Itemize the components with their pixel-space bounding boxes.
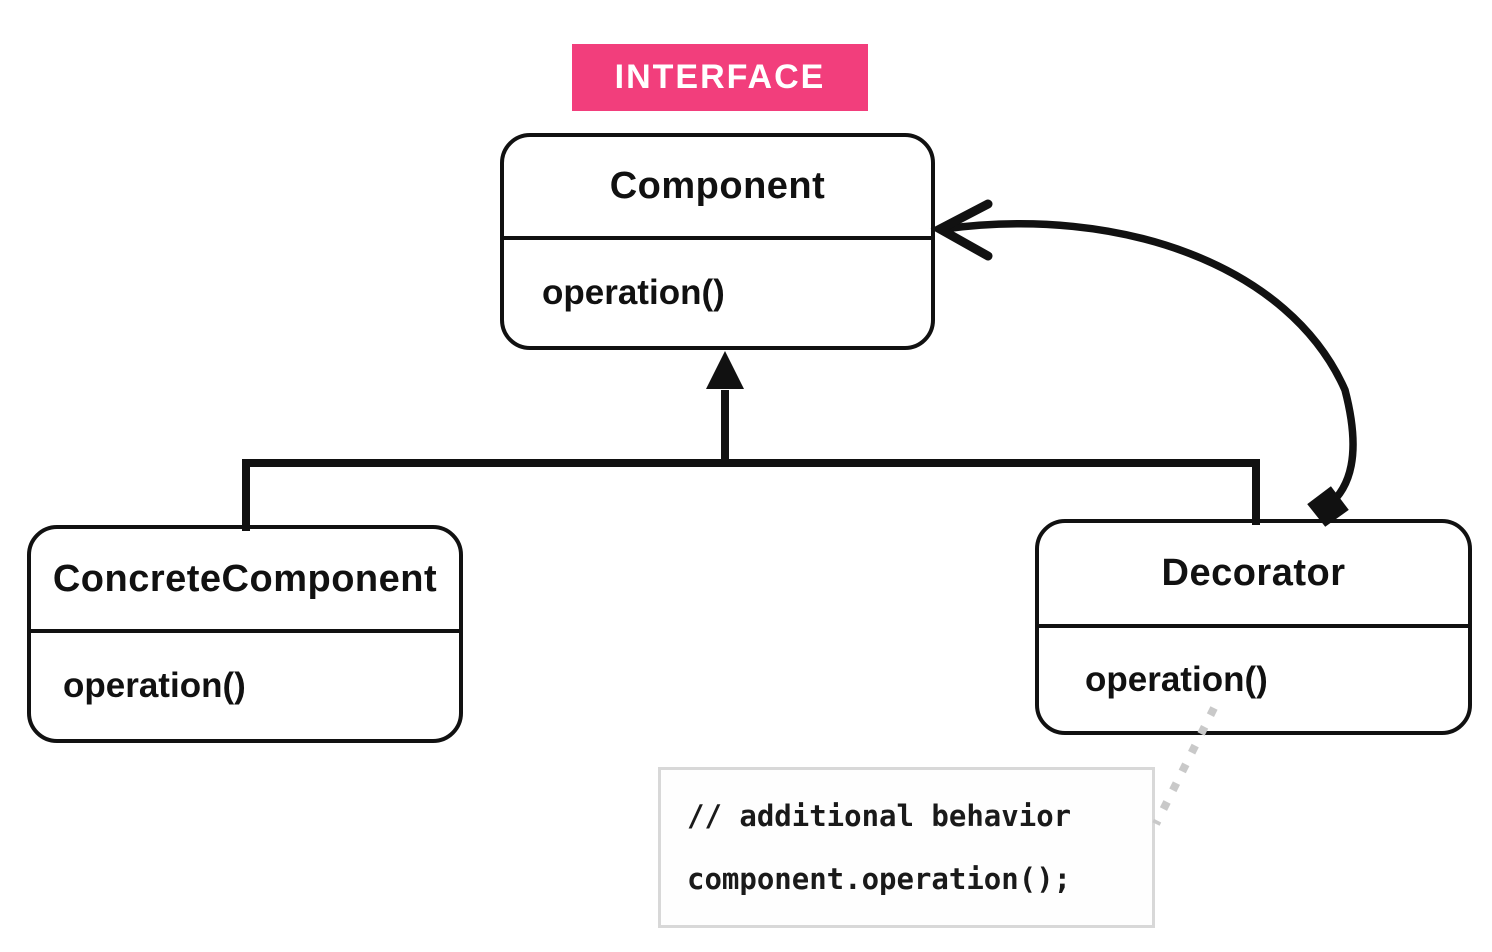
association-open-arrowhead-icon xyxy=(930,199,993,261)
class-box-concrete-component: ConcreteComponent operation() xyxy=(27,525,463,743)
class-title-decorator: Decorator xyxy=(1039,523,1468,628)
association-curve xyxy=(940,220,1357,510)
class-title-component: Component xyxy=(504,137,931,240)
code-note-line-comment: // additional behavior xyxy=(687,799,1072,833)
inheritance-arrowhead-icon xyxy=(706,351,744,389)
class-method-component-operation: operation() xyxy=(542,273,725,312)
class-box-component: Component operation() xyxy=(500,133,935,350)
code-note-line-call: component.operation(); xyxy=(687,862,1072,896)
code-note: // additional behavior component.operati… xyxy=(658,767,1155,928)
class-method-decorator-operation: operation() xyxy=(1085,659,1268,699)
class-method-concrete-component-operation: operation() xyxy=(63,666,246,705)
class-title-concrete-component: ConcreteComponent xyxy=(31,529,459,633)
interface-stereotype-tag: INTERFACE xyxy=(572,44,868,111)
class-box-decorator: Decorator operation() xyxy=(1035,519,1472,735)
